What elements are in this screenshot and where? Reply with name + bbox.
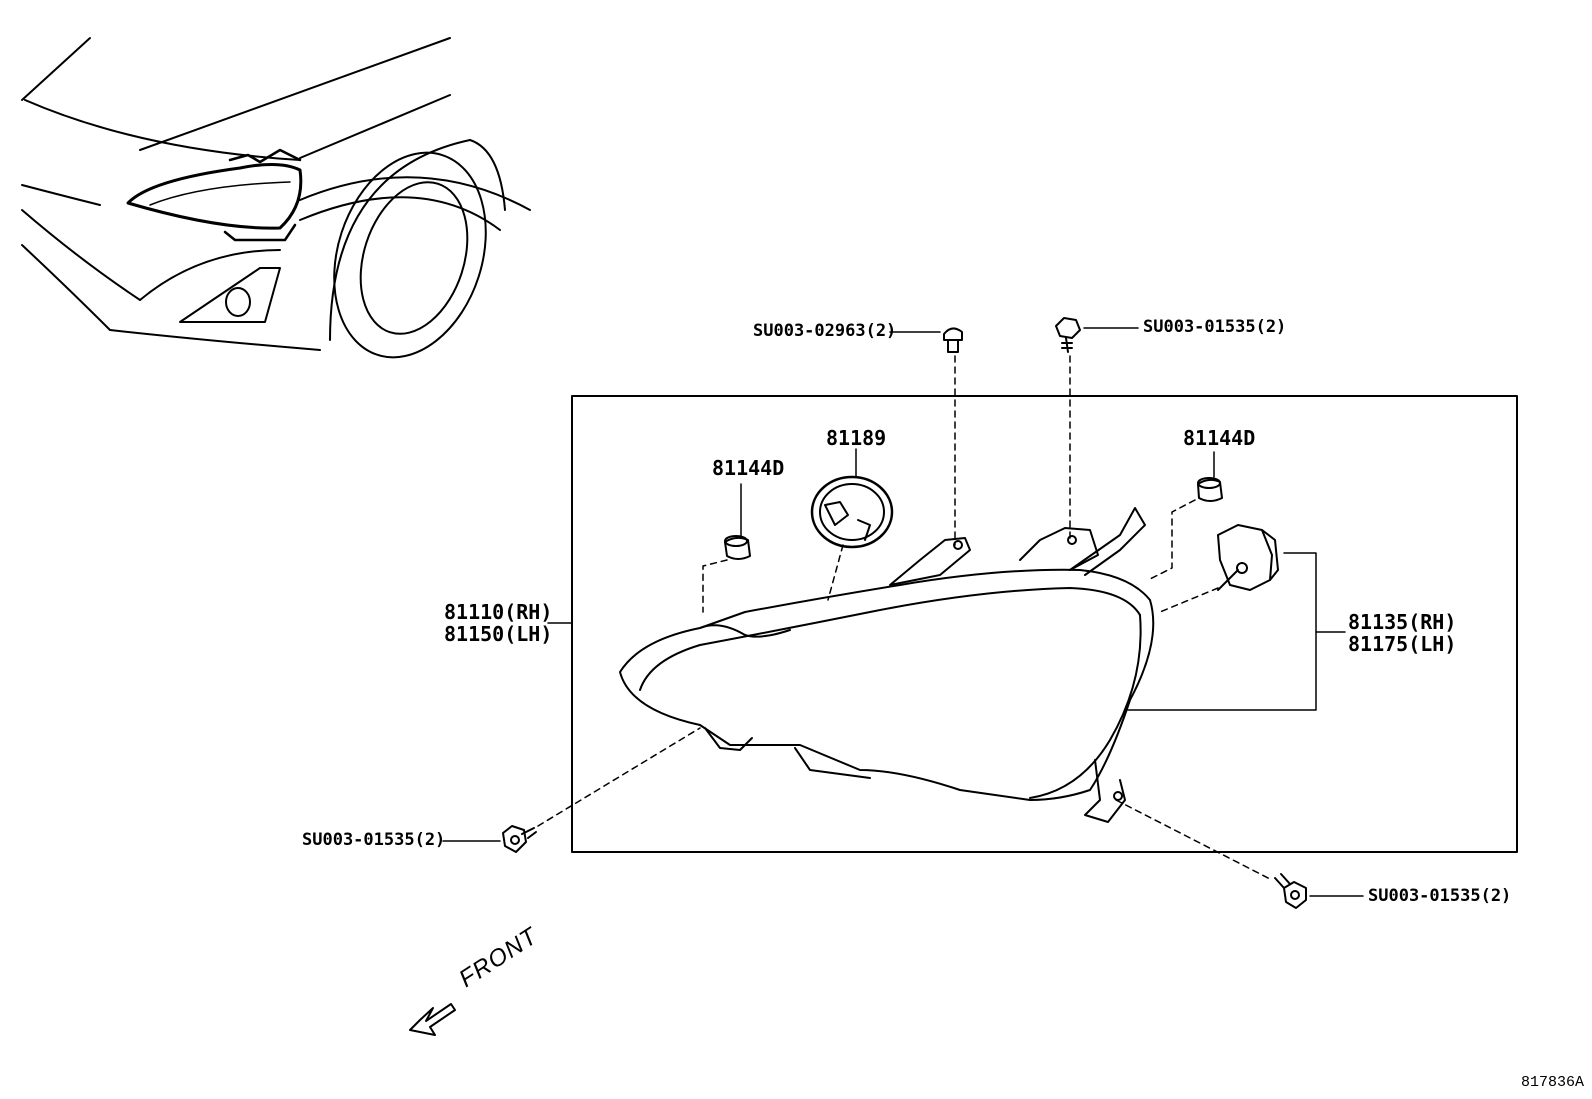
cap-right (1197, 477, 1223, 502)
label-dust-cover: 81189 (826, 426, 887, 450)
label-cap-left: 81144D (712, 456, 785, 480)
label-bolt-left: SU003-01535(2) (302, 830, 446, 850)
bulb-socket (1217, 524, 1279, 591)
bolt-top (1055, 317, 1081, 353)
front-arrow-icon (409, 1003, 456, 1036)
leader-lines (442, 327, 1364, 897)
label-clip-top: SU003-02963(2) (753, 321, 897, 341)
clip-top (943, 327, 963, 353)
dust-cover (810, 475, 894, 549)
dashed-lines (537, 355, 1273, 881)
label-socket-rh: 81135(RH) (1348, 610, 1457, 634)
bolt-left (502, 825, 537, 853)
headlamp-housing (619, 507, 1155, 823)
label-headlamp-lh: 81150(LH) (444, 622, 553, 646)
assembly-box (571, 395, 1518, 853)
vehicle-front-inset (21, 37, 531, 359)
diagram-reference-code: 817836A (1520, 1074, 1584, 1091)
cap-left (724, 535, 751, 560)
bolt-right (1274, 873, 1307, 909)
label-socket-lh: 81175(LH) (1348, 632, 1457, 656)
label-bolt-right: SU003-01535(2) (1368, 886, 1512, 906)
label-cap-right: 81144D (1183, 426, 1256, 450)
label-headlamp-rh: 81110(RH) (444, 600, 553, 624)
label-bolt-top: SU003-01535(2) (1143, 317, 1287, 337)
